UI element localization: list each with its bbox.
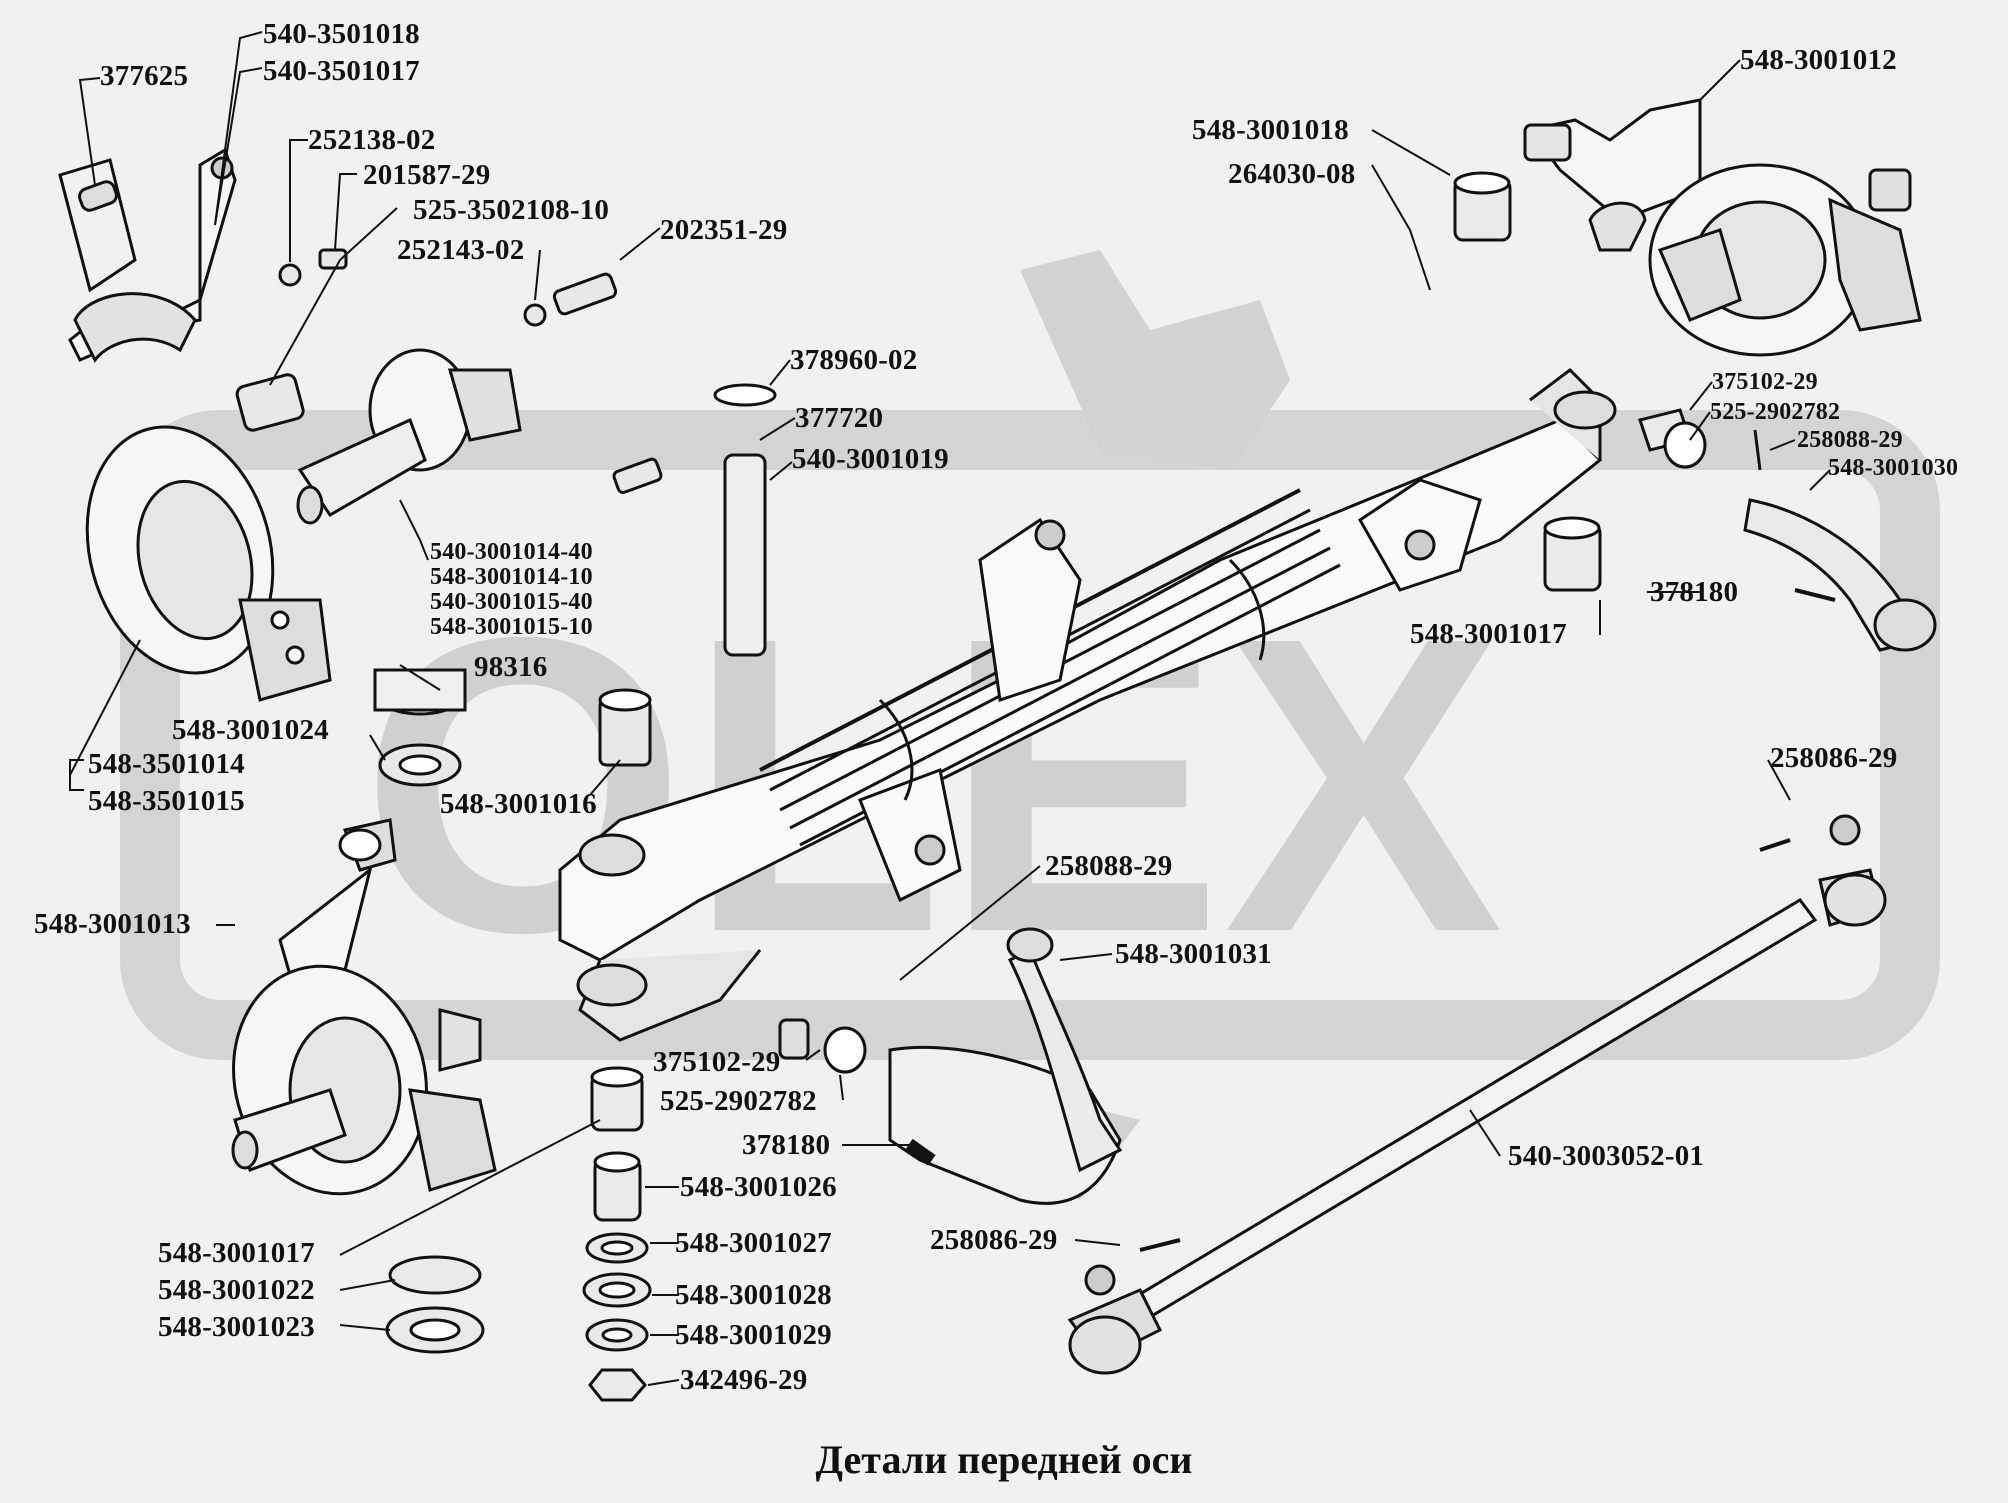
label-548-3001027: 548-3001027 (675, 1227, 832, 1259)
label-548-3001030: 548-3001030 (1828, 455, 1959, 481)
label-378180-mid: 378180 (742, 1129, 831, 1161)
lower-parts-stack (385, 1066, 652, 1402)
label-540-3501018: 540-3501018 (263, 18, 420, 50)
label-548-3001017-top: 548-3001017 (1410, 618, 1567, 650)
label-252143-02: 252143-02 (397, 234, 525, 266)
label-548-3001028: 548-3001028 (675, 1279, 832, 1311)
label-548-3001031: 548-3001031 (1115, 938, 1272, 970)
label-525-3502108-10: 525-3502108-10 (413, 194, 610, 226)
label-548-3001023: 548-3001023 (158, 1311, 315, 1343)
right-steering-knuckle (1453, 98, 1922, 357)
label-202351-29: 202351-29 (660, 214, 788, 246)
label-377720: 377720 (795, 402, 884, 434)
label-375102-29-mid: 375102-29 (653, 1046, 781, 1078)
label-258088-29-mid: 258088-29 (1045, 850, 1173, 882)
label-540-3001014-40: 540-3001014-40 (430, 539, 593, 565)
label-548-3501014: 548-3501014 (88, 748, 245, 780)
label-540-3003052-01: 540-3003052-01 (1508, 1140, 1705, 1172)
label-548-3001029: 548-3001029 (675, 1319, 832, 1351)
diagram-caption: Детали передней оси (815, 1437, 1193, 1482)
label-98316: 98316 (474, 651, 548, 683)
label-540-3501017: 540-3501017 (263, 55, 420, 87)
label-548-3001024: 548-3001024 (172, 714, 329, 746)
label-548-3001016: 548-3001016 (440, 788, 597, 820)
right-side-parts (778, 408, 1937, 1205)
lower-left-knuckle (231, 818, 497, 1196)
left-steering-knuckle (58, 147, 522, 702)
label-548-3001013: 548-3001013 (34, 908, 191, 940)
label-548-3001022: 548-3001022 (158, 1274, 315, 1306)
label-342496-29: 342496-29 (680, 1364, 808, 1396)
label-548-3501015: 548-3501015 (88, 785, 245, 817)
label-540-3001015-40: 540-3001015-40 (430, 589, 593, 615)
label-258086-29-bottom: 258086-29 (930, 1224, 1058, 1256)
label-378180-top: 378180 (1650, 576, 1739, 608)
label-258086-29-right: 258086-29 (1770, 742, 1898, 774)
label-264030-08: 264030-08 (1228, 158, 1356, 190)
label-378960-02: 378960-02 (790, 344, 918, 376)
label-201587-29: 201587-29 (363, 159, 491, 191)
tie-rod (1067, 814, 1887, 1375)
label-548-3001014-10: 548-3001014-10 (430, 564, 593, 590)
leader-lines (69, 31, 1831, 1386)
label-540-3001019: 540-3001019 (792, 443, 949, 475)
label-258088-29-top: 258088-29 (1797, 427, 1903, 453)
label-377625: 377625 (100, 60, 189, 92)
label-548-3001012: 548-3001012 (1740, 44, 1897, 76)
front-axle-beam (558, 368, 1617, 1042)
label-375102-29-top: 375102-29 (1712, 369, 1818, 395)
label-525-2902782-mid: 525-2902782 (660, 1085, 817, 1117)
label-548-3001015-10: 548-3001015-10 (430, 614, 593, 640)
label-548-3001017-bottom: 548-3001017 (158, 1237, 315, 1269)
label-252138-02: 252138-02 (308, 124, 436, 156)
label-548-3001026: 548-3001026 (680, 1171, 837, 1203)
label-525-2902782-top: 525-2902782 (1710, 399, 1841, 425)
label-548-3001018: 548-3001018 (1192, 114, 1349, 146)
